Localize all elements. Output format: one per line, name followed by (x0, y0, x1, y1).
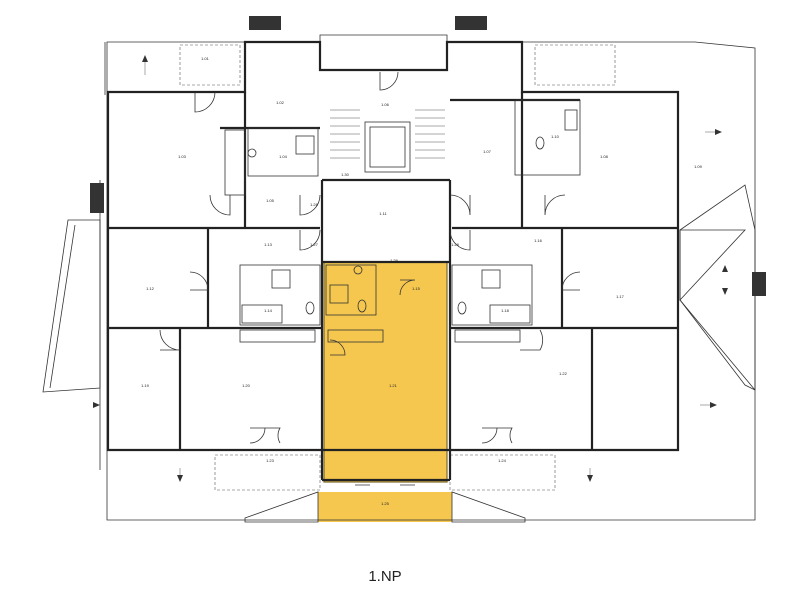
room-label: 1.17 (616, 294, 625, 299)
room-label: 1.12 (146, 286, 155, 291)
vent-box (90, 183, 104, 213)
room-label: 1.03 (178, 154, 187, 159)
room-label: 1.15 (412, 286, 421, 291)
room-label: 1.13 (264, 242, 273, 247)
main-walls (106, 40, 680, 482)
terraces (42, 34, 756, 523)
room-label: 1.11 (379, 211, 387, 216)
vent-box (752, 272, 766, 296)
room-label: 1.05 (266, 198, 275, 203)
room-label: 1.14 (264, 308, 273, 313)
fixtures (224, 99, 581, 343)
stair-core (330, 109, 445, 173)
direction-arrows (93, 55, 728, 482)
vent-box (455, 16, 487, 30)
room-label: 1.10 (551, 134, 560, 139)
room-label: 1.19 (141, 383, 150, 388)
room-label: 1.18 (501, 308, 510, 313)
floor-label: 1.NP (368, 568, 402, 585)
room-label: 1.09 (694, 164, 703, 169)
room-label: 1.26 (310, 202, 319, 207)
room-label: 1.20 (242, 383, 251, 388)
room-label: 1.22 (559, 371, 568, 376)
room-label: 1.21 (389, 383, 398, 388)
doors (159, 71, 581, 486)
room-label: 1.29 (390, 258, 399, 263)
room-label: 1.01 (201, 56, 210, 61)
room-labels: 1.01 1.02 1.03 1.04 1.05 1.06 1.07 1.08 … (141, 56, 703, 506)
room-label: 1.16 (534, 238, 543, 243)
room-label: 1.02 (276, 100, 285, 105)
room-label: 1.25 (381, 501, 390, 506)
vent-box (249, 16, 281, 30)
room-label: 1.30 (341, 172, 350, 177)
room-label: 1.08 (600, 154, 609, 159)
room-label: 1.07 (483, 149, 492, 154)
highlighted-apartment (318, 261, 452, 522)
room-label: 1.24 (498, 458, 507, 463)
room-label: 1.23 (266, 458, 275, 463)
room-label: 1.28 (451, 242, 460, 247)
room-label: 1.06 (381, 102, 390, 107)
room-label: 1.04 (279, 154, 288, 159)
room-label: 1.27 (310, 242, 319, 247)
